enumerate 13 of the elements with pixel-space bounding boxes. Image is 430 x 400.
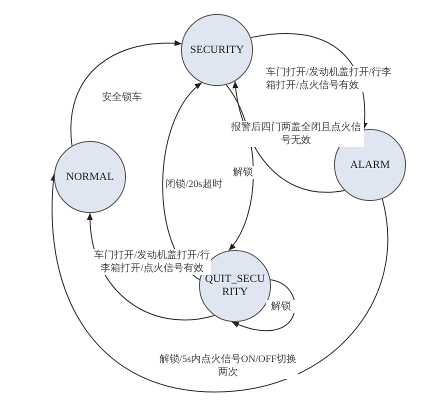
edge-label: 闭锁/20s超时 bbox=[164, 178, 224, 191]
state-name: SECURITY bbox=[189, 44, 245, 56]
arrow bbox=[70, 40, 182, 146]
state-name: QUIT_SECURITY bbox=[204, 273, 266, 299]
arrow bbox=[50, 173, 388, 392]
state-name: NORMAL bbox=[65, 170, 115, 184]
edge-label: 解锁 bbox=[266, 300, 296, 313]
edge-label: 车门打开/发动机盖打开/行李箱打开/点火信号有效 bbox=[93, 249, 211, 275]
edge-label: 解锁/5s内点火信号ON/OFF切换两次 bbox=[158, 353, 298, 379]
state-name: ALARM bbox=[349, 158, 391, 172]
arrow bbox=[231, 279, 296, 332]
edge-label: 车门打开/发动机盖打开/行李箱打开/点火信号有效 bbox=[266, 66, 392, 92]
edge-label: 报警后四门两盖全闭且点火信号无效 bbox=[228, 121, 364, 147]
